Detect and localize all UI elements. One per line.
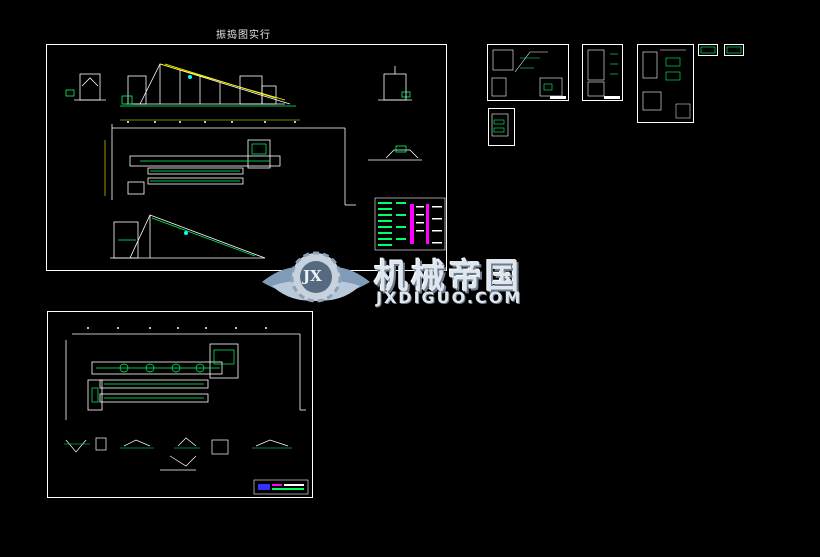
- main-sheet-frame: [46, 44, 447, 271]
- sheet-title: 振捣图实行: [216, 30, 271, 41]
- thumb-sheet-5: [698, 44, 718, 56]
- watermark-brand-cn: 机械帝国: [374, 257, 522, 297]
- thumb-sheet-6: [724, 44, 744, 56]
- thumb-sheet-3: [637, 44, 694, 123]
- watermark-logo-letters: JX: [303, 267, 322, 285]
- bottom-sheet-frame: [47, 311, 313, 498]
- thumb-sheet-2: [582, 44, 623, 101]
- thumb-sheet-1: [487, 44, 569, 101]
- watermark-brand-en: JXDIGUO.COM: [376, 288, 523, 307]
- thumb-sheet-4: [488, 108, 515, 146]
